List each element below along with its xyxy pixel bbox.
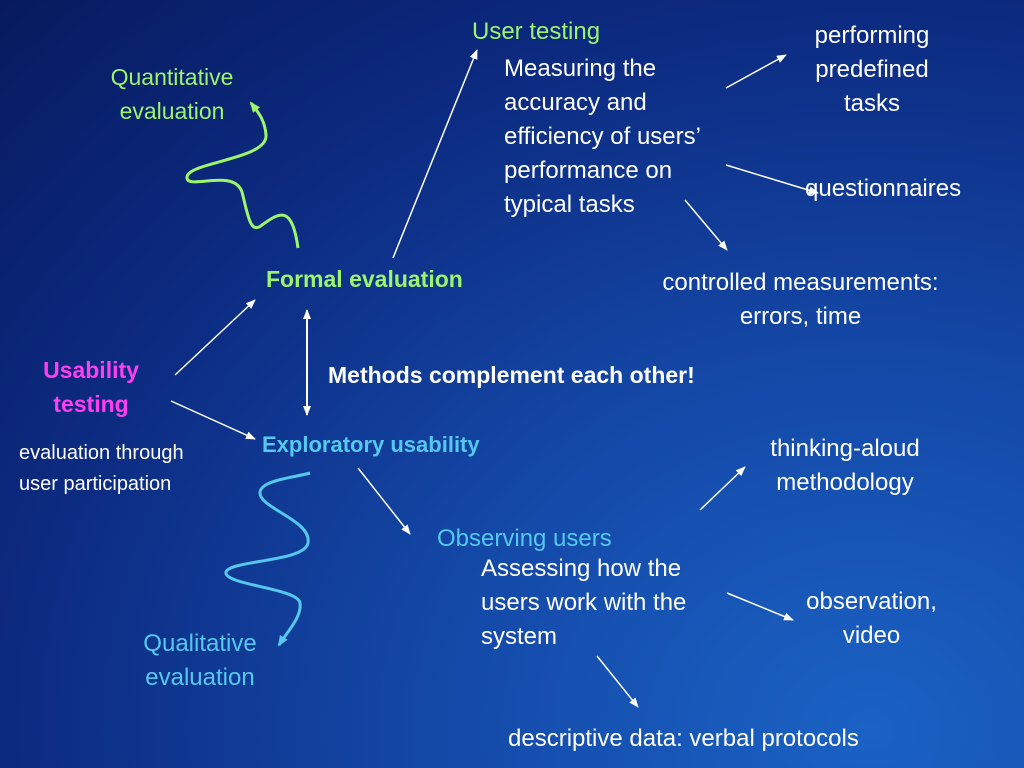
questionnaires-label: questionnaires <box>805 175 962 202</box>
usability-testing-description: evaluation through user participation <box>19 442 184 495</box>
arrow-usability-to-exploratory <box>170 400 256 440</box>
descriptive-data-label: descriptive data: verbal protocols <box>508 725 859 752</box>
arrow-to-controlled-measurements <box>684 199 728 251</box>
squiggle-arrow-qualitative <box>224 471 311 647</box>
thinking-aloud-label: thinking-aloud methodology <box>770 435 920 496</box>
observation-video-label: observation, video <box>806 588 937 649</box>
methods-complement-label: Methods complement each other! <box>328 362 695 388</box>
arrow-to-descriptive-data <box>596 655 639 708</box>
squiggle-arrow-quantitative <box>185 101 300 249</box>
arrow-usability-to-formal <box>174 299 256 376</box>
exploratory-usability-label: Exploratory usability <box>262 432 480 457</box>
arrow-to-thinking-aloud <box>699 466 746 511</box>
arrow-to-predefined-tasks <box>725 54 787 89</box>
formal-evaluation-label: Formal evaluation <box>266 266 463 292</box>
quantitative-evaluation-label: Quantitative evaluation <box>110 64 234 124</box>
arrow-to-questionnaires <box>725 164 819 195</box>
arrow-formal-to-user-testing <box>392 49 478 259</box>
controlled-measurements-label: controlled measurements: errors, time <box>662 269 939 330</box>
arrow-to-observation-video <box>726 592 794 621</box>
qualitative-evaluation-label: Qualitative evaluation <box>143 630 257 691</box>
arrow-exploratory-to-observing <box>357 467 411 535</box>
user-testing-description: Measuring the accuracy and efficiency of… <box>504 55 701 218</box>
observing-users-description: Assessing how the users work with the sy… <box>481 555 687 650</box>
user-testing-title: User testing <box>472 18 601 45</box>
observing-users-title: Observing users <box>437 525 612 552</box>
usability-testing-label: Usability testing <box>43 357 139 417</box>
predefined-tasks-label: performing predefined tasks <box>814 22 930 117</box>
